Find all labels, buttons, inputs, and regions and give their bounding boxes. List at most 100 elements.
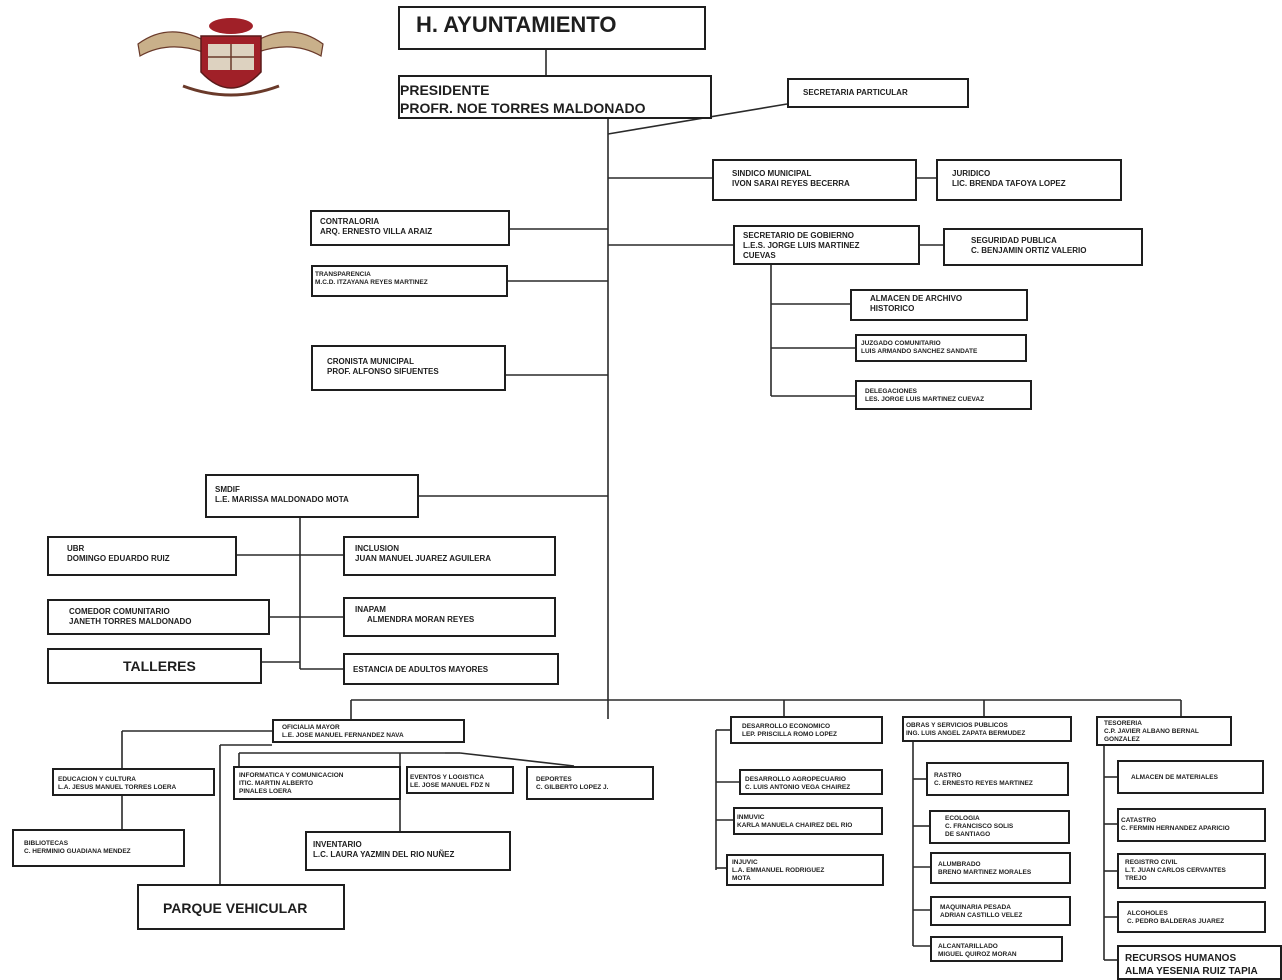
box-line: LEP. PRISCILLA ROMO LOPEZ [742, 731, 837, 739]
box-line: ALMACEN DE ARCHIVO [870, 294, 963, 303]
box-line: LUIS ARMANDO SANCHEZ SANDATE [861, 348, 978, 356]
box-line: ALUMBRADO [938, 861, 981, 868]
inventario-box: INVENTARIO L.C. LAURA YAZMIN DEL RIO NUÑ… [305, 831, 511, 871]
box-line: LES. JORGE LUIS MARTINEZ CUEVAZ [865, 396, 985, 404]
box-line: TREJO [1125, 875, 1147, 883]
box-line: OBRAS Y SERVICIOS PUBLICOS [906, 722, 1008, 729]
box-line: INCLUSION [355, 544, 399, 553]
box-line: TALLERES [123, 658, 196, 674]
box-line: INFORMATICA Y COMUNICACION [239, 772, 344, 779]
box-line: CONTRALORIA [320, 217, 380, 226]
box-line: INVENTARIO [313, 840, 362, 849]
desarrollo-agropecuario-box: DESARROLLO AGROPECUARIO C. LUIS ANTONIO … [739, 769, 883, 795]
box-line: ALMENDRA MORAN REYES [367, 615, 475, 624]
box-line: SINDICO MUNICIPAL [732, 169, 812, 178]
box-line: ALMACEN DE MATERIALES [1131, 774, 1218, 781]
box-line: SMDIF [215, 485, 240, 494]
box-line: JUZGADO COMUNITARIO [861, 340, 941, 347]
ayuntamiento-label: H. AYUNTAMIENTO [416, 12, 617, 37]
box-line: GONZALEZ [1104, 736, 1140, 744]
transparencia-box: TRANSPARENCIA M.C.D. ITZAYANA REYES MART… [311, 265, 508, 297]
box-line: JUAN MANUEL JUAREZ AGUILERA [355, 554, 492, 563]
box-line: KARLA MANUELA CHAIREZ DEL RIO [737, 822, 853, 830]
presidente-box: PRESIDENTE PROFR. NOE TORRES MALDONADO [398, 75, 712, 119]
box-line: BIBLIOTECAS [24, 840, 69, 847]
box-line: PRESIDENTE [400, 82, 490, 98]
box-line: C. FERMIN HERNANDEZ APARICIO [1121, 825, 1230, 833]
alcoholes-box: ALCOHOLES C. PEDRO BALDERAS JUAREZ [1117, 901, 1266, 933]
inmuvic-box: INMUVIC KARLA MANUELA CHAIREZ DEL RIO [733, 807, 883, 835]
box-line: PROF. ALFONSO SIFUENTES [327, 367, 439, 376]
box-line: RASTRO [934, 772, 962, 779]
catastro-box: CATASTRO C. FERMIN HERNANDEZ APARICIO [1117, 808, 1266, 842]
ayuntamiento-box: H. AYUNTAMIENTO [398, 6, 706, 50]
box-line: C.P. JAVIER ALBANO BERNAL [1104, 728, 1199, 736]
box-line: RECURSOS HUMANOS [1125, 953, 1237, 964]
maquinaria-box: MAQUINARIA PESADA ADRIAN CASTILLO VELEZ [930, 896, 1071, 926]
box-line: MAQUINARIA PESADA [940, 904, 1011, 911]
box-line: ALMA YESENIA RUIZ TAPIA [1125, 965, 1258, 977]
ubr-box: UBR DOMINGO EDUARDO RUIZ [47, 536, 237, 576]
box-line: SECRETARIO DE GOBIERNO [743, 231, 854, 240]
box-line: LE. JOSE MANUEL FDZ N [410, 782, 490, 790]
box-line: DESARROLLO ECONOMICO [742, 723, 831, 730]
box-line: CATASTRO [1121, 817, 1157, 824]
box-line: ALCOHOLES [1127, 910, 1168, 917]
box-line: ITIC. MARTIN ALBERTO [239, 780, 314, 788]
box-line: PROFR. NOE TORRES MALDONADO [400, 99, 646, 116]
box-line: EVENTOS Y LOGISTICA [410, 774, 485, 781]
ecologia-box: ECOLOGIA C. FRANCISCO SOLIS DE SANTIAGO [929, 810, 1070, 844]
box-line: TESORERIA [1104, 720, 1142, 727]
box-line: JANETH TORRES MALDONADO [69, 617, 192, 626]
box-line: ARQ. ERNESTO VILLA ARAIZ [320, 227, 433, 236]
box-line: L.T. JUAN CARLOS CERVANTES [1125, 867, 1226, 875]
cronista-box: CRONISTA MUNICIPAL PROF. ALFONSO SIFUENT… [311, 345, 506, 391]
recursos-humanos-box: RECURSOS HUMANOS ALMA YESENIA RUIZ TAPIA [1117, 945, 1282, 980]
box-line: DOMINGO EDUARDO RUIZ [67, 554, 170, 563]
box-line: TRANSPARENCIA [315, 271, 371, 278]
box-line: C. LUIS ANTONIO VEGA CHAIREZ [745, 784, 851, 792]
box-line: OFICIALIA MAYOR [282, 724, 340, 731]
box-line: DESARROLLO AGROPECUARIO [745, 776, 846, 783]
box-line: ESTANCIA DE ADULTOS MAYORES [353, 665, 489, 674]
box-line: INJUVIC [732, 859, 758, 866]
box-line: C. HERMINIO GUADIANA MENDEZ [24, 848, 131, 856]
inapam-box: INAPAM ALMENDRA MORAN REYES [343, 597, 556, 637]
box-line: L.A. EMMANUEL RODRIGUEZ [732, 867, 825, 875]
municipal-seal-icon [128, 12, 333, 107]
box-line: CUEVAS [743, 251, 776, 260]
box-line: L.C. LAURA YAZMIN DEL RIO NUÑEZ [313, 850, 455, 859]
box-line: INAPAM [355, 605, 386, 614]
educacion-box: EDUCACION Y CULTURA L.A. JESUS MANUEL TO… [52, 768, 215, 796]
box-line: ECOLOGIA [945, 815, 980, 822]
box-line: C. BENJAMIN ORTIZ VALERIO [971, 246, 1087, 255]
box-line: L.A. JESUS MANUEL TORRES LOERA [58, 784, 177, 792]
box-line: PINALES LOERA [239, 788, 292, 796]
desarrollo-economico-box: DESARROLLO ECONOMICO LEP. PRISCILLA ROMO… [730, 716, 883, 744]
inclusion-box: INCLUSION JUAN MANUEL JUAREZ AGUILERA [343, 536, 556, 576]
box-line: ING. LUIS ANGEL ZAPATA BERMUDEZ [906, 730, 1026, 738]
box-line: L.E. MARISSA MALDONADO MOTA [215, 495, 349, 504]
juridico-box: JURIDICO LIC. BRENDA TAFOYA LOPEZ [936, 159, 1122, 201]
box-line: ALCANTARILLADO [938, 943, 998, 950]
informatica-box: INFORMATICA Y COMUNICACION ITIC. MARTIN … [233, 766, 401, 800]
eventos-box: EVENTOS Y LOGISTICA LE. JOSE MANUEL FDZ … [406, 766, 514, 794]
alumbrado-box: ALUMBRADO BRENO MARTINEZ MORALES [930, 852, 1071, 884]
delegaciones-box: DELEGACIONES LES. JORGE LUIS MARTINEZ CU… [855, 380, 1032, 410]
box-line: M.C.D. ITZAYANA REYES MARTINEZ [315, 279, 428, 287]
box-line: INMUVIC [737, 814, 765, 821]
box-line: MOTA [732, 875, 751, 883]
box-line: MIGUEL QUIROZ MORAN [938, 951, 1017, 959]
rastro-box: RASTRO C. ERNESTO REYES MARTINEZ [926, 762, 1069, 796]
estancia-box: ESTANCIA DE ADULTOS MAYORES [343, 653, 559, 685]
comedor-box: COMEDOR COMUNITARIO JANETH TORRES MALDON… [47, 599, 270, 635]
registro-civil-box: REGISTRO CIVIL L.T. JUAN CARLOS CERVANTE… [1117, 853, 1266, 889]
talleres-box: TALLERES [47, 648, 262, 684]
bibliotecas-box: BIBLIOTECAS C. HERMINIO GUADIANA MENDEZ [12, 829, 185, 867]
box-line: COMEDOR COMUNITARIO [69, 607, 170, 616]
box-line: SEGURIDAD PUBLICA [971, 236, 1057, 245]
box-line: DELEGACIONES [865, 388, 918, 395]
alcantarillado-box: ALCANTARILLADO MIGUEL QUIROZ MORAN [930, 936, 1063, 962]
smdif-box: SMDIF L.E. MARISSA MALDONADO MOTA [205, 474, 419, 518]
